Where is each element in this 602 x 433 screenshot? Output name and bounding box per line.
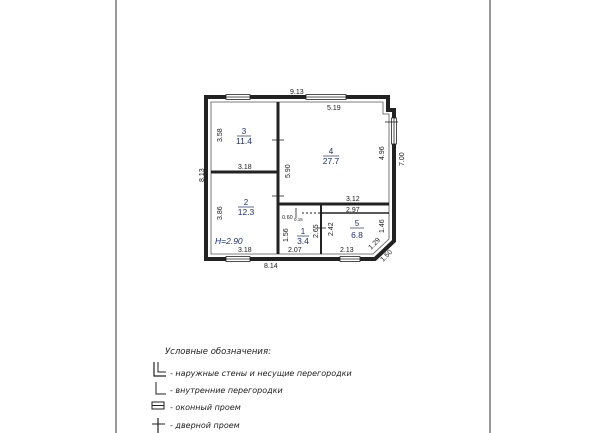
room-3-label: 3 11.4 [236,127,252,146]
dim-room4-right: 4.96 [379,146,386,160]
room-2-number: 2 [244,198,249,207]
dim-room3-width: 3.18 [238,164,252,171]
legend-item-outer-walls: - наружные стены и несущие перегородки [170,369,352,378]
room-2-area: 12.3 [238,207,255,217]
ceiling-height-label: H=2.90 [215,236,243,246]
legend-inner-partitions-icon [155,382,166,395]
dim-room2-width: 3.18 [238,247,252,254]
dim-right-total: 7.00 [399,152,406,166]
dim-room5-side: 1.46 [379,219,386,233]
door-openings [272,121,398,229]
dim-top-total: 9.13 [290,89,304,96]
dim-hall-small-a: 0.60 [282,215,293,221]
dim-hall-mid-a: 2.65 [313,224,320,238]
dim-bottom-total: 8.14 [264,263,278,270]
room-4-label: 4 27.7 [323,147,340,166]
legend-door-icon [152,418,165,433]
room-4-number: 4 [329,147,334,156]
room-5-area: 6.8 [351,230,363,240]
legend-window-icon [151,401,165,410]
legend-title: Условные обозначения: [165,347,271,357]
legend-outer-walls-icon [153,362,166,377]
dim-room2-height: 3.86 [217,206,224,220]
legend: Условные обозначения: - наружные стены и… [151,347,352,433]
dim-diag-inner: 1.29 [367,237,382,252]
dim-room5-bottom: 2.13 [340,247,354,254]
dim-room5-top: 3.12 [346,196,360,203]
room-3-area: 11.4 [236,136,252,146]
legend-item-door: - дверной проем [170,421,240,430]
room-5-label: 5 6.8 [350,219,364,240]
dim-room3-height: 3.58 [217,128,224,142]
room-4-area: 27.7 [323,156,340,166]
room-1-number: 1 [301,227,306,236]
room-1-label: 1 3.4 [297,227,309,246]
dim-partition-height: 5.90 [285,164,292,178]
room-5-number: 5 [355,219,360,228]
room-1-area: 3.4 [297,236,309,246]
legend-item-inner-partitions: - внутренние перегородки [170,386,283,395]
dim-hall-mid-b: 2.42 [328,222,335,236]
dim-room4-top: 5.19 [327,105,341,112]
outer-walls-inner-line [210,101,390,255]
dim-hall-bottom: 2.07 [288,247,302,254]
dim-hall-small-b: 0.15 [294,217,303,222]
window-openings [225,94,397,262]
legend-item-window: - оконный проем [170,403,241,412]
dim-left-total: 8.13 [199,168,206,182]
dim-room5-inner: 2.97 [346,207,360,214]
room-3-number: 3 [242,127,247,136]
room-2-label: 2 12.3 [238,198,255,217]
dim-hall-left: 1.56 [283,228,290,242]
floor-plan: 9.13 5.19 8.13 7.00 4.96 3.58 3.18 5.90 … [199,89,406,270]
